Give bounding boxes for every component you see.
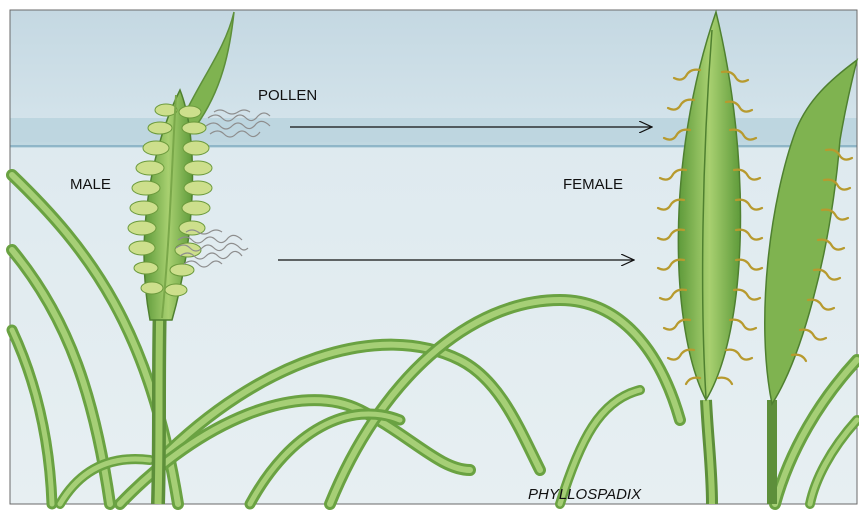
genus-label: PHYLLOSPADIX <box>528 486 641 503</box>
pollen-label: POLLEN <box>258 87 317 104</box>
female-label: FEMALE <box>563 176 623 193</box>
male-label: MALE <box>70 176 111 193</box>
